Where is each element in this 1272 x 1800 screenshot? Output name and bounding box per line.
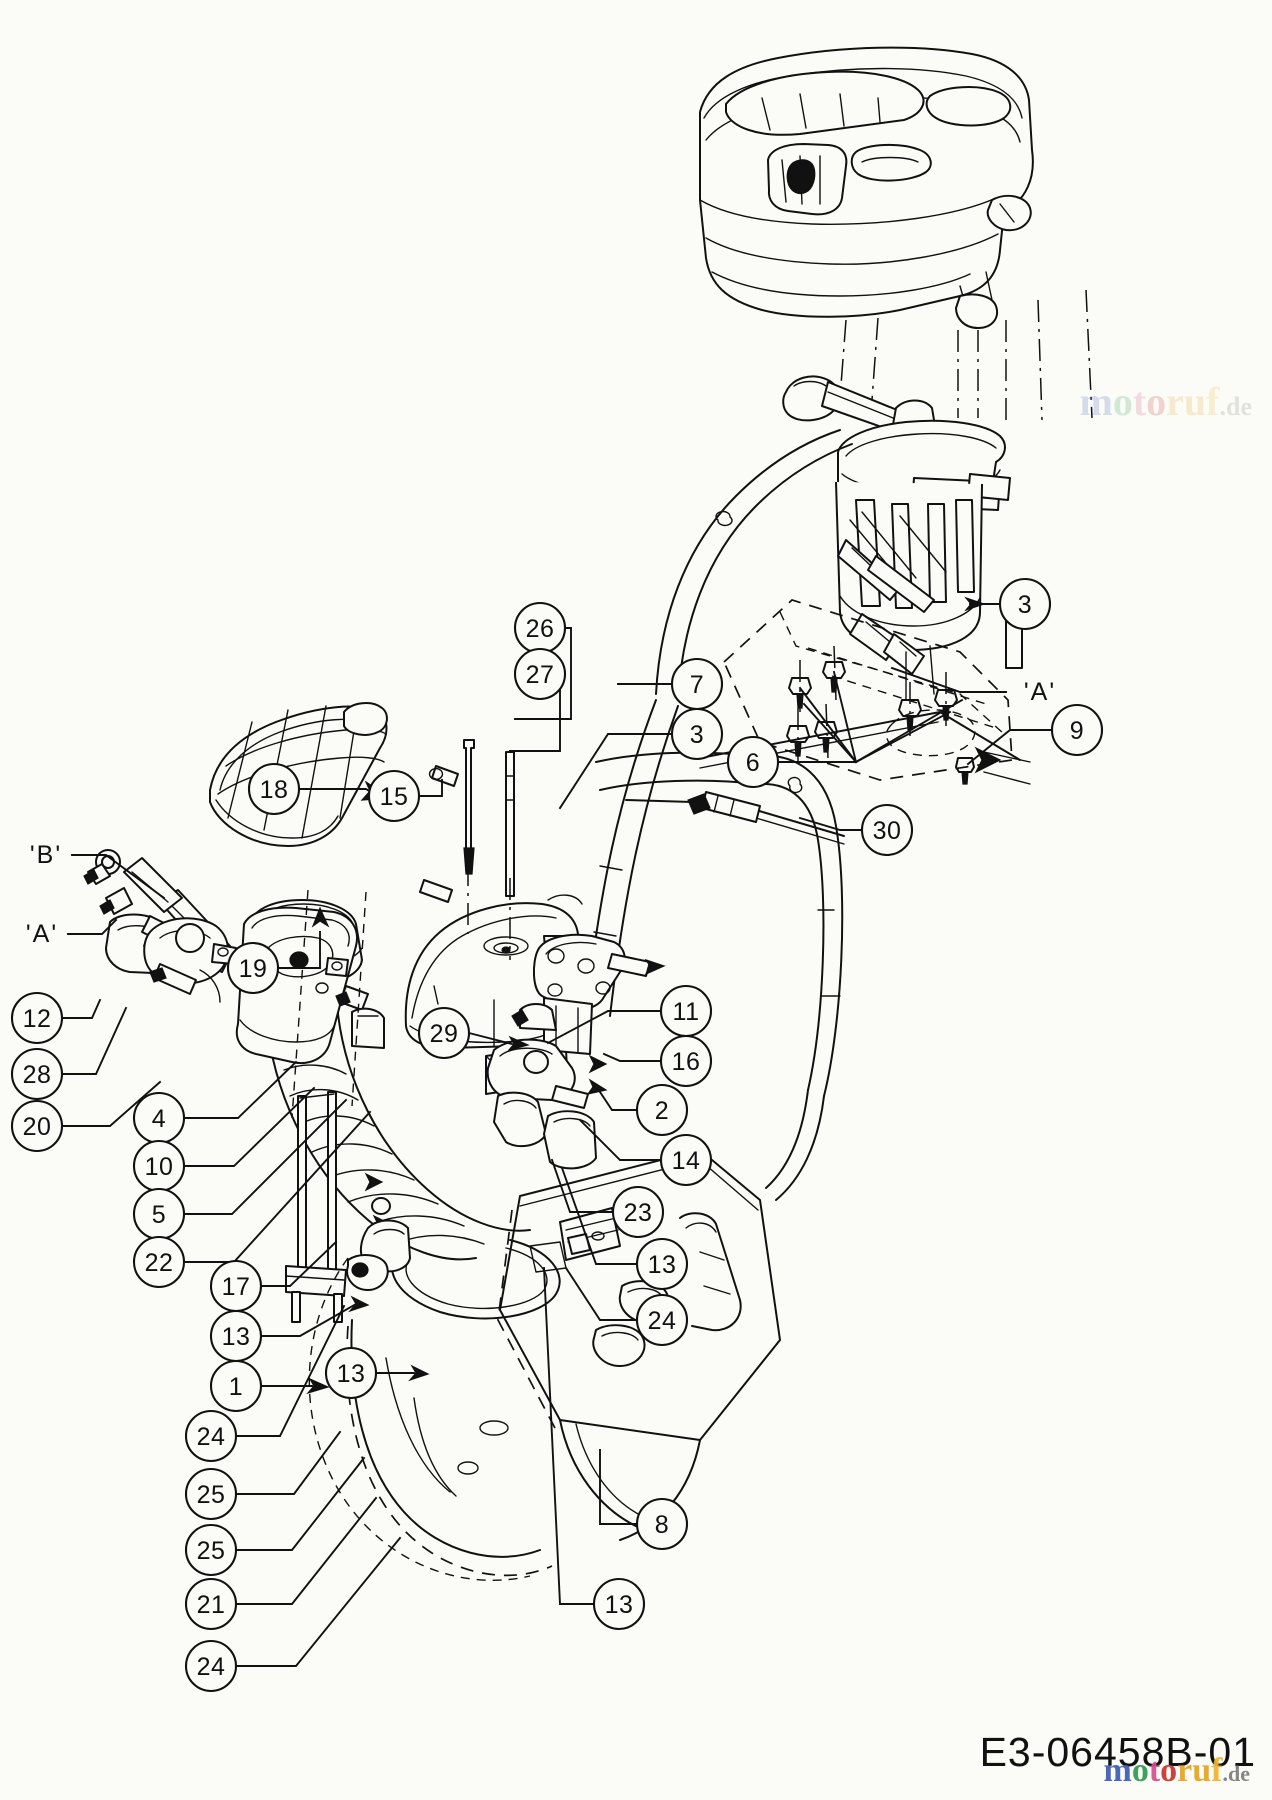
callout-label: 23: [624, 1199, 653, 1227]
callout-label: 1: [229, 1373, 243, 1401]
callout-label: 5: [152, 1201, 166, 1229]
callout-label: 3: [690, 721, 704, 749]
section-marker-a-left: 'A': [26, 918, 118, 948]
callout-25-b[interactable]: 25: [184, 1456, 366, 1577]
callout-label: 8: [655, 1511, 669, 1539]
callout-label: 24: [197, 1653, 226, 1681]
callout-label: 2: [655, 1097, 669, 1125]
center-switch-assembly: [486, 933, 666, 1170]
callout-label: 7: [690, 671, 704, 699]
callout-12[interactable]: 12: [10, 991, 102, 1045]
callout-label: 4: [152, 1105, 166, 1133]
callout-label: 25: [197, 1481, 226, 1509]
section-label: 'A': [1024, 678, 1056, 706]
upper-control-assembly: [782, 375, 1023, 701]
callout-label: 19: [239, 955, 268, 983]
callout-9[interactable]: 9: [966, 703, 1104, 766]
callout-label: 11: [673, 998, 700, 1026]
hood-shroud-assembly: [699, 46, 1034, 329]
callout-23[interactable]: 23: [550, 1158, 665, 1239]
callout-20[interactable]: 20: [10, 1080, 162, 1153]
callout-27[interactable]: 27: [509, 647, 567, 752]
callout-28[interactable]: 28: [10, 1006, 128, 1101]
callout-7[interactable]: 7: [617, 657, 724, 711]
callout-label: 10: [145, 1153, 174, 1181]
callout-label: 29: [430, 1020, 459, 1048]
callout-label: 16: [672, 1048, 701, 1076]
callout-2[interactable]: 2: [586, 1078, 689, 1137]
callout-label: 24: [197, 1423, 226, 1451]
handle-bars: [585, 429, 853, 1201]
callout-label: 3: [1018, 591, 1032, 619]
callout-21[interactable]: 21: [184, 1496, 378, 1631]
callout-label: 17: [222, 1273, 251, 1301]
callout-29[interactable]: 29: [417, 1006, 530, 1060]
callout-label: 30: [873, 817, 902, 845]
callout-label: 6: [746, 749, 760, 777]
callout-30[interactable]: 30: [798, 803, 914, 857]
callout-24-b[interactable]: 24: [564, 1266, 689, 1347]
callout-label: 20: [23, 1113, 52, 1141]
part-number: E3-06458B-01: [979, 1729, 1256, 1775]
callout-3-right[interactable]: 3: [964, 577, 1052, 631]
callout-label: 21: [197, 1591, 226, 1619]
lower-left-rod-assembly: [285, 1091, 411, 1323]
callout-label: 14: [672, 1147, 701, 1175]
callout-6[interactable]: 6: [726, 670, 964, 789]
upper-rods: [419, 739, 583, 960]
callout-label: 24: [648, 1307, 677, 1335]
callout-15[interactable]: 15: [367, 769, 443, 823]
section-marker-a-right: 'A': [890, 666, 1056, 706]
callout-3-middle[interactable]: 3: [558, 707, 724, 810]
callout-label: 9: [1070, 717, 1084, 745]
callout-16[interactable]: 16: [602, 1034, 713, 1088]
callout-1[interactable]: 1: [209, 1359, 330, 1413]
callout-22[interactable]: 22: [132, 1110, 372, 1289]
callout-14[interactable]: 14: [578, 1118, 713, 1187]
callout-24-a[interactable]: 24: [184, 1304, 346, 1463]
callout-13-a[interactable]: 13: [560, 1166, 689, 1291]
callout-13-c[interactable]: 13: [324, 1346, 430, 1400]
section-label: 'B': [30, 841, 62, 869]
hood-projection-lines: [839, 289, 1093, 421]
callout-label: 13: [337, 1360, 366, 1388]
callout-13-d[interactable]: 13: [543, 1267, 646, 1631]
callout-8[interactable]: 8: [599, 1449, 689, 1551]
callout-10[interactable]: 10: [132, 1086, 316, 1193]
left-control-levers: [83, 849, 237, 1003]
callout-label: 25: [197, 1537, 226, 1565]
control-cable: [625, 791, 845, 845]
callout-label: 27: [526, 661, 555, 689]
callout-label: 12: [23, 1005, 52, 1033]
callout-4[interactable]: 4: [132, 1060, 298, 1145]
section-label: 'A': [26, 920, 58, 948]
callout-5[interactable]: 5: [132, 1098, 348, 1241]
callout-19[interactable]: 19: [226, 906, 330, 995]
callout-25-a[interactable]: 25: [184, 1430, 342, 1521]
chute-deflector: [209, 702, 388, 847]
callout-label: 15: [380, 783, 409, 811]
callout-26[interactable]: 26: [513, 601, 572, 720]
callout-label: 22: [145, 1249, 174, 1277]
callout-label: 18: [260, 776, 289, 804]
chute-rotation-guide: [291, 889, 531, 1581]
callout-24-c[interactable]: 24: [184, 1536, 402, 1693]
callout-label: 13: [648, 1251, 677, 1279]
callout-label: 13: [605, 1591, 634, 1619]
callout-label: 28: [23, 1061, 52, 1089]
callout-label: 13: [222, 1323, 251, 1351]
section-marker-b-left: 'B': [30, 841, 166, 900]
callout-11[interactable]: 11: [546, 984, 713, 1045]
callout-label: 26: [526, 615, 555, 643]
